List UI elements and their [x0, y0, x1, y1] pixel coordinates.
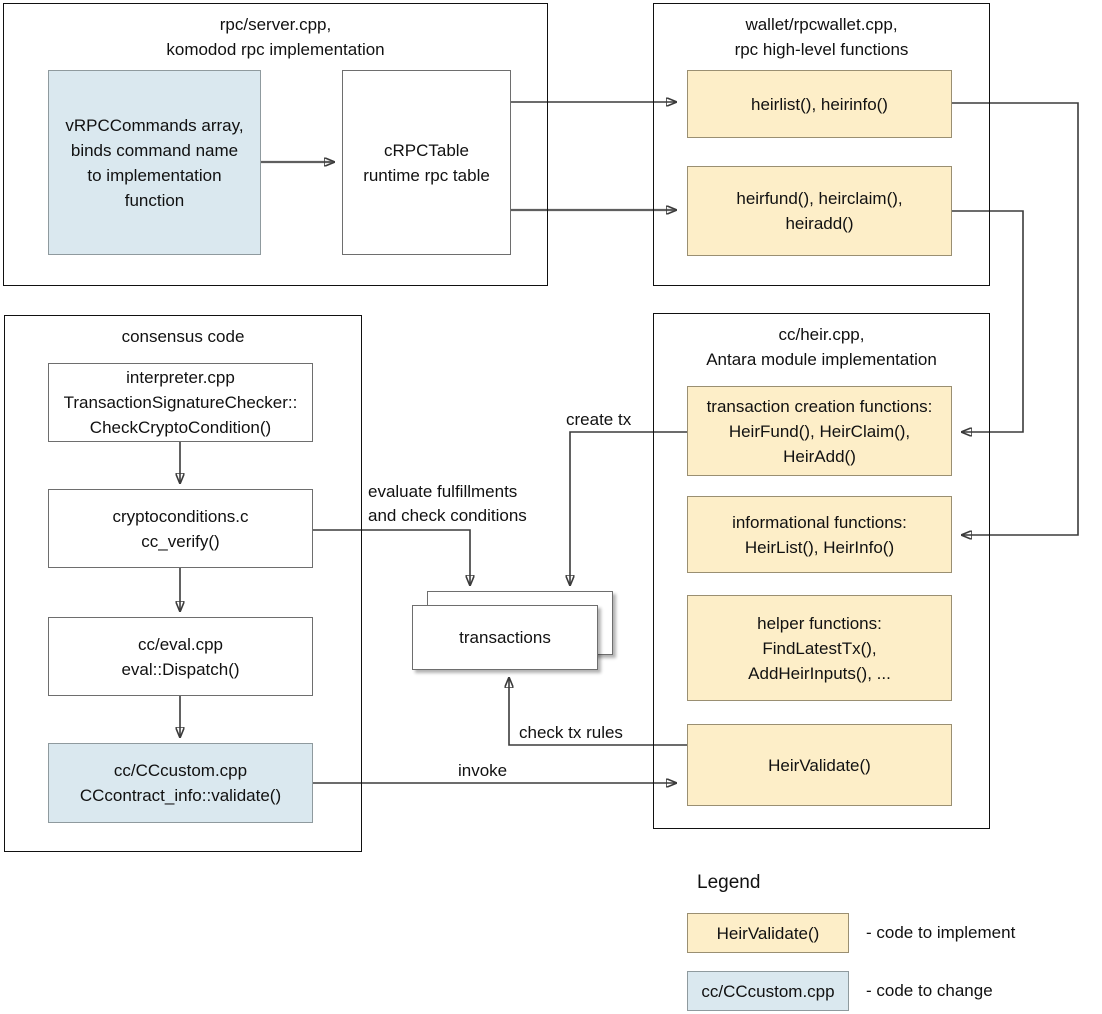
panel-rpcwallet	[653, 3, 990, 286]
node-helper-functions[interactable]: helper functions: FindLatestTx(), AddHei…	[687, 595, 952, 701]
legend-label-code-to-implement: - code to implement	[866, 923, 1016, 942]
panel-consensus-code-title: consensus code	[121, 327, 245, 346]
panel-consensus-code	[4, 315, 362, 852]
node-transaction-creation-functions[interactable]: transaction creation functions: HeirFund…	[687, 386, 952, 476]
node-cc-eval-cpp[interactable]: cc/eval.cpp eval::Dispatch()	[48, 617, 313, 696]
edge-label-invoke: invoke	[458, 761, 508, 780]
legend-swatch-code-to-change: cc/CCcustom.cpp	[687, 971, 849, 1011]
panel-heir-cpp-title: cc/heir.cpp, Antara module implementatio…	[706, 325, 937, 369]
panel-rpcwallet-title: wallet/rpcwallet.cpp, rpc high-level fun…	[734, 15, 909, 59]
legend-label-code-to-change: - code to change	[866, 981, 993, 1000]
edge-label-check-tx-rules: check tx rules	[519, 723, 623, 742]
node-transactions[interactable]: transactions	[412, 605, 598, 670]
legend-title: Legend	[697, 872, 761, 893]
node-cc-cccustom-cpp[interactable]: cc/CCcustom.cpp CCcontract_info::validat…	[48, 743, 313, 823]
node-informational-functions[interactable]: informational functions: HeirList(), Hei…	[687, 496, 952, 573]
node-cryptoconditions-c[interactable]: cryptoconditions.c cc_verify()	[48, 489, 313, 568]
panel-rpc-server	[3, 3, 548, 286]
panel-rpc-server-title: rpc/server.cpp, komodod rpc implementati…	[166, 15, 385, 59]
panel-heir-cpp	[653, 313, 990, 829]
edge-label-evaluate-fulfillments: evaluate fulfillments and check conditio…	[368, 482, 527, 525]
node-interpreter-cpp[interactable]: interpreter.cpp TransactionSignatureChec…	[48, 363, 313, 442]
node-vrpccommands-array[interactable]: vRPCCommands array, binds command name t…	[48, 70, 261, 255]
node-crpctable[interactable]: cRPCTable runtime rpc table	[342, 70, 511, 255]
legend-swatch-code-to-implement: HeirValidate()	[687, 913, 849, 953]
node-heirlist-heirinfo[interactable]: heirlist(), heirinfo()	[687, 70, 952, 138]
node-heirvalidate[interactable]: HeirValidate()	[687, 724, 952, 806]
node-heirfund-heirclaim-heiradd[interactable]: heirfund(), heirclaim(), heiradd()	[687, 166, 952, 256]
edge-label-create-tx: create tx	[566, 410, 632, 429]
